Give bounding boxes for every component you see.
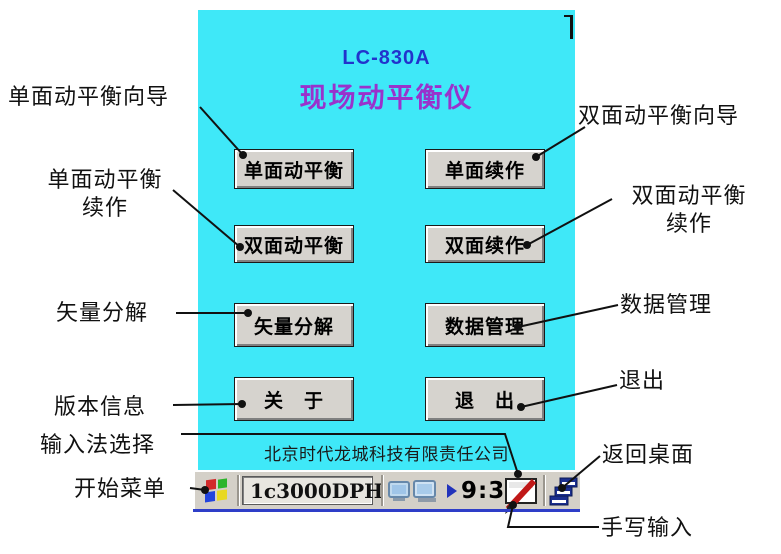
desktop-windows-icon[interactable] [549, 477, 579, 507]
taskbar: 1c3000DPH 9:35 [193, 470, 580, 514]
annotation-vector: 矢量分解 [56, 300, 149, 325]
annotation-start-menu: 开始菜单 [74, 476, 167, 501]
start-menu-button[interactable] [201, 475, 233, 506]
double-continue-button[interactable]: 双面续作 [425, 225, 545, 263]
annotation-data-manage: 数据管理 [620, 292, 713, 317]
text-cursor-mark-tick [564, 15, 573, 17]
annotation-handwriting: 手写输入 [601, 515, 694, 540]
data-manage-button[interactable]: 数据管理 [425, 303, 545, 347]
page-title: LC-830A [342, 47, 431, 69]
taskbar-separator [543, 475, 546, 506]
handwriting-pen-icon[interactable] [505, 478, 538, 514]
running-app-label: 1c3000DPH [250, 478, 384, 503]
play-triangle-icon[interactable] [447, 484, 457, 498]
about-button[interactable]: 关 于 [234, 377, 354, 421]
exit-button[interactable]: 退 出 [425, 377, 545, 421]
device-screen-panel: LC-830A 现场动平衡仪 单面动平衡 单面续作 双面动平衡 双面续作 矢量分… [198, 10, 575, 470]
taskbar-separator [381, 475, 384, 506]
annotation-return-desktop: 返回桌面 [602, 442, 695, 467]
annotation-single-wizard: 单面动平衡向导 [8, 84, 170, 109]
running-app-button[interactable]: 1c3000DPH [242, 476, 383, 505]
single-continue-button[interactable]: 单面续作 [425, 149, 545, 189]
annotation-ime-select: 输入法选择 [40, 432, 156, 457]
network-computers-icon[interactable] [388, 479, 444, 506]
double-balance-button[interactable]: 双面动平衡 [234, 225, 354, 263]
page-subtitle: 现场动平衡仪 [299, 83, 474, 113]
annotation-single-continue: 单面动平衡 续作 [47, 167, 163, 220]
text-cursor-mark [570, 15, 573, 39]
annotation-version-info: 版本信息 [54, 394, 147, 419]
annotation-double-wizard: 双面动平衡向导 [578, 103, 740, 128]
company-name-text: 北京时代龙城科技有限责任公司 [264, 445, 509, 464]
taskbar-separator [237, 475, 240, 506]
annotation-exit: 退出 [619, 368, 666, 393]
windows-start-logo-icon [205, 478, 227, 503]
single-balance-button[interactable]: 单面动平衡 [234, 149, 354, 189]
vector-decompose-button[interactable]: 矢量分解 [234, 303, 354, 347]
annotation-double-continue: 双面动平衡 续作 [631, 183, 747, 236]
taskbar-bottom-line [193, 509, 580, 512]
